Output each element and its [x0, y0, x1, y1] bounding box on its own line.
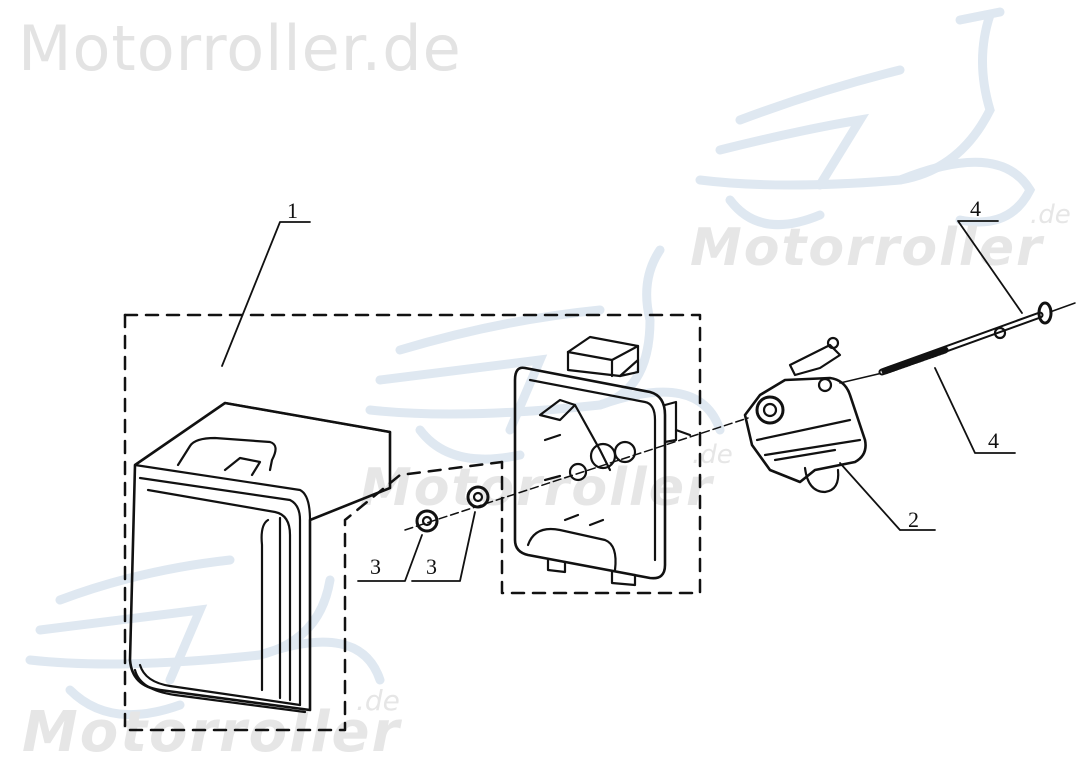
watermark-de-top-right: .de	[1030, 200, 1071, 230]
air-filter-case-icon	[513, 335, 692, 587]
callout-2: 2	[908, 507, 919, 532]
watermark-logo-top-right: Motorroller	[690, 218, 1044, 278]
carburetor-icon	[743, 336, 867, 494]
callout-4a: 4	[970, 196, 981, 221]
nut-icon	[415, 485, 490, 533]
watermark-title: Motorroller.de	[18, 12, 462, 85]
watermark-de-bottom-left: .de	[356, 684, 400, 717]
stud-bolt-icon	[878, 301, 1076, 376]
watermark-logo-bottom-left: Motorroller	[22, 700, 402, 765]
callout-1: 1	[287, 198, 298, 223]
leader-lines	[221, 220, 1023, 582]
callout-4b: 4	[988, 428, 999, 453]
group-outline-1	[123, 313, 702, 732]
callout-3a: 3	[370, 554, 381, 579]
centerline	[404, 417, 749, 531]
air-filter-cover-icon	[128, 401, 392, 714]
callout-3b: 3	[426, 554, 437, 579]
